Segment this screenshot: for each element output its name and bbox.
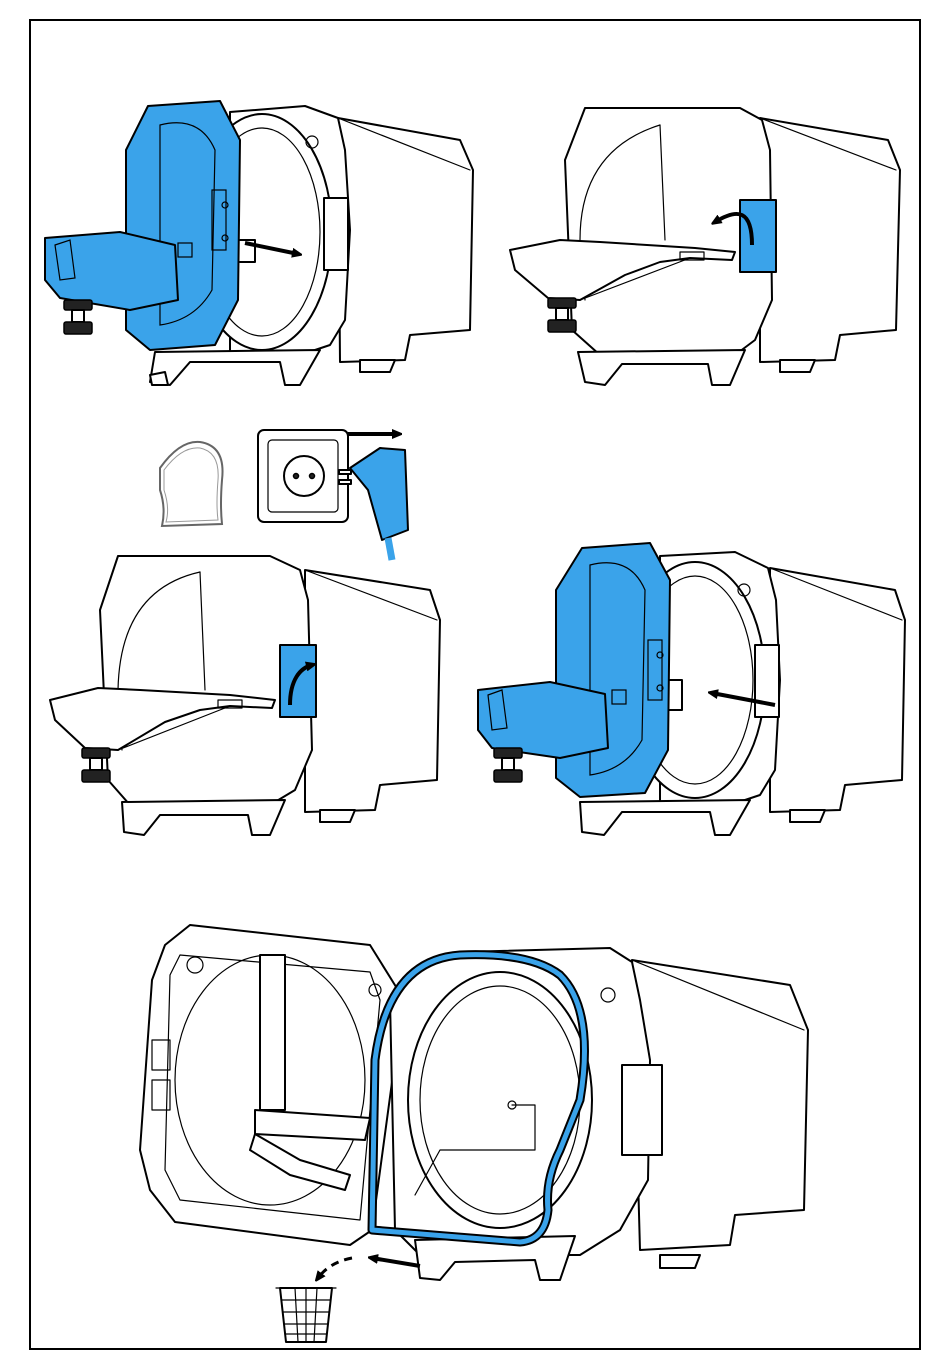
dashed-arrow-icon [318,1258,352,1278]
adjustment-knob [494,748,522,782]
side-flap [280,645,316,717]
device-body [390,948,808,1280]
device-body [50,556,440,835]
panel-3 [50,556,440,835]
side-flap [740,200,776,272]
gasket-icon [160,442,223,526]
arrow-icon [372,1258,420,1266]
panel-2 [510,108,900,385]
open-door [140,925,402,1245]
trash-bin-icon [276,1288,336,1342]
adjustment-knob [64,300,92,334]
panel-6 [140,925,808,1342]
panel-4 [478,543,905,835]
wall-socket-icon [258,430,348,522]
power-plug-icon [339,448,408,560]
adjustment-knob [82,748,110,782]
panel-1 [45,101,473,385]
device-body [510,108,900,385]
